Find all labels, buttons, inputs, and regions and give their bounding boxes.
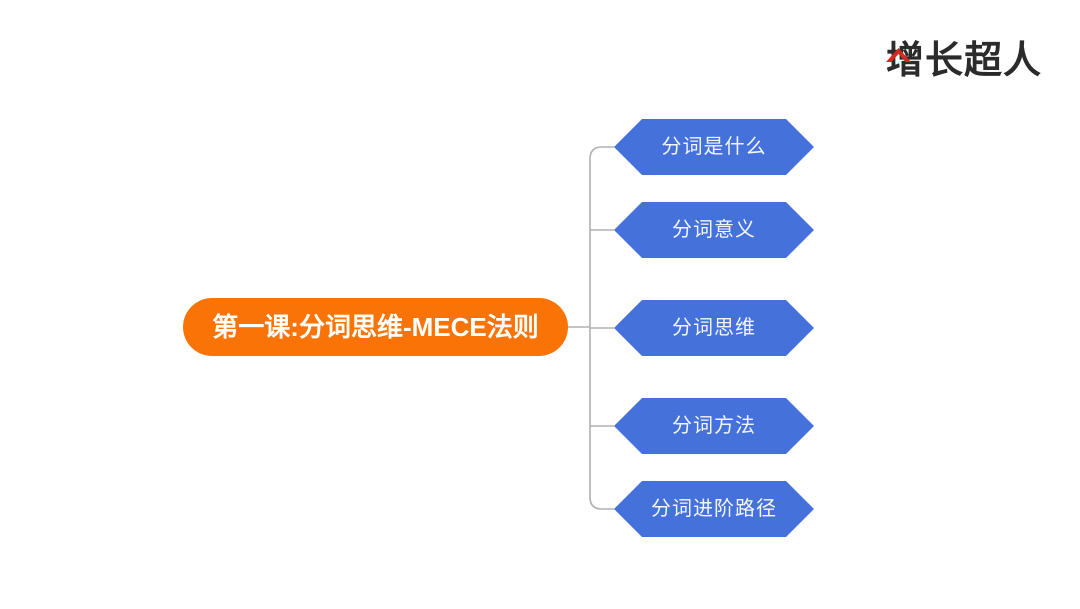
branch-node-1[interactable]: 分词是什么 bbox=[614, 119, 814, 175]
branch-node-4[interactable]: 分词方法 bbox=[614, 398, 814, 454]
root-node[interactable]: 第一课:分词思维-MECE法则 bbox=[183, 298, 568, 356]
brand-logo: 增长超人 bbox=[872, 34, 1042, 86]
branch-node-5-label: 分词进阶路径 bbox=[651, 498, 777, 520]
branch-node-1-label: 分词是什么 bbox=[661, 136, 767, 158]
branch-node-5[interactable]: 分词进阶路径 bbox=[614, 481, 814, 537]
branch-node-3-label: 分词思维 bbox=[672, 317, 756, 339]
branch-node-2-label: 分词意义 bbox=[672, 219, 756, 241]
brand-logo-text: 增长超人 bbox=[885, 38, 1042, 82]
branch-node-3[interactable]: 分词思维 bbox=[614, 300, 814, 356]
root-node-label: 第一课:分词思维-MECE法则 bbox=[212, 312, 539, 342]
branch-node-2[interactable]: 分词意义 bbox=[614, 202, 814, 258]
branch-node-4-label: 分词方法 bbox=[672, 415, 756, 437]
